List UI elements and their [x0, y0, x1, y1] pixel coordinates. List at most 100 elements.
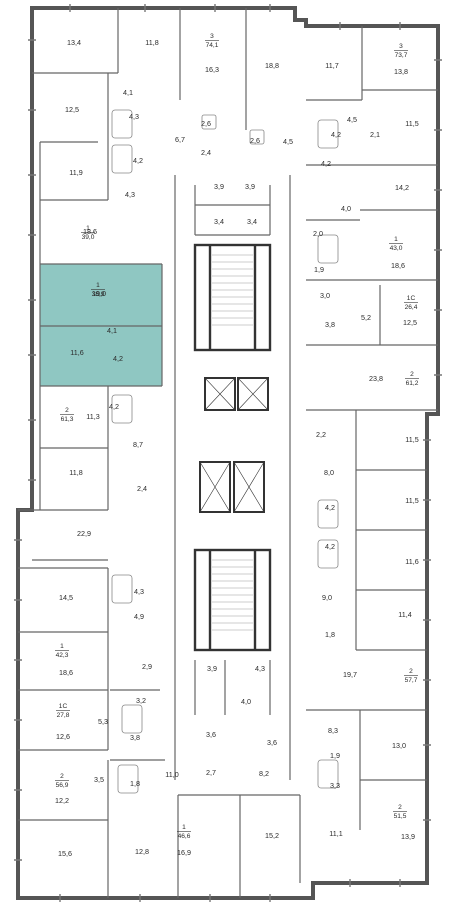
apartment-total-area: 39,0	[82, 234, 95, 241]
apartment-rooms-count: 2	[410, 371, 414, 378]
apartment-total-area: 43,0	[390, 245, 403, 252]
apartment-total-area: 61,2	[406, 380, 419, 387]
room-area-label: 4,5	[347, 115, 357, 124]
room-area-label: 2,6	[250, 136, 260, 145]
room-area-label: 9,0	[322, 593, 332, 602]
apartment-rooms-count: 1С	[59, 703, 68, 710]
room-area-label: 8,3	[328, 726, 338, 735]
apartment-rooms-count: 1	[182, 824, 186, 831]
apartment-total-area: 74,1	[206, 42, 219, 49]
room-area-label: 2,2	[316, 430, 326, 439]
room-area-label: 14,2	[395, 183, 409, 192]
room-area-label: 3,4	[214, 217, 224, 226]
room-area-label: 11,5	[405, 496, 418, 505]
apartment-rooms-count: 1	[86, 225, 90, 232]
room-area-label: 4,0	[241, 697, 251, 706]
room-area-label: 18,6	[391, 261, 405, 270]
room-area-label: 4,9	[134, 612, 144, 621]
room-area-label: 3,9	[214, 182, 224, 191]
apartment-rooms-count: 1	[394, 236, 398, 243]
room-area-label: 1,9	[330, 751, 340, 760]
room-area-label: 4,3	[134, 587, 144, 596]
apartment-total-area: 57,7	[405, 677, 418, 684]
bathroom-fixtures	[111, 109, 339, 794]
room-area-label: 11,0	[165, 770, 178, 779]
room-area-label: 4,2	[325, 503, 335, 512]
room-area-label: 6,7	[175, 135, 185, 144]
room-area-label: 8,7	[133, 440, 143, 449]
stairwell-bottom-steps	[212, 559, 253, 631]
room-area-label: 13,4	[67, 38, 81, 47]
room-area-label: 19,7	[343, 670, 357, 679]
room-area-label: 1,8	[130, 779, 140, 788]
room-area-label: 3,8	[130, 733, 140, 742]
room-area-label: 3,8	[325, 320, 335, 329]
apartment-total-area: 38,9	[92, 291, 105, 298]
room-area-label: 12,6	[56, 732, 70, 741]
room-area-label: 13,8	[394, 67, 408, 76]
room-area-label: 4,2	[109, 402, 119, 411]
room-area-label: 11,8	[145, 38, 158, 47]
room-area-label: 15,6	[58, 849, 72, 858]
apartment-total-area: 42,3	[56, 652, 69, 659]
apartment-total-area: 27,8	[57, 712, 70, 719]
room-area-label: 4,1	[107, 326, 117, 335]
room-area-label: 12,5	[65, 105, 79, 114]
room-area-label: 15,2	[265, 831, 279, 840]
apartment-total-area: 56,9	[56, 782, 69, 789]
room-area-label: 18,6	[83, 227, 97, 236]
room-area-label: 2,0	[313, 229, 323, 238]
room-area-label: 11,6	[70, 348, 83, 357]
apartment-rooms-count: 1	[60, 643, 64, 650]
room-area-label: 12,8	[135, 847, 149, 856]
room-area-label: 3,6	[206, 730, 216, 739]
room-area-label: 3,3	[330, 781, 340, 790]
stairwell-bottom	[193, 548, 272, 652]
room-area-label: 5,2	[361, 313, 371, 322]
room-area-label: 16,9	[177, 848, 191, 857]
room-area-label: 4,1	[123, 88, 133, 97]
room-area-label: 18,6	[59, 668, 73, 677]
room-area-label: 4,3	[125, 190, 135, 199]
room-area-label: 4,5	[283, 137, 293, 146]
room-area-label: 13,0	[392, 741, 406, 750]
room-area-label: 4,2	[325, 542, 335, 551]
apartment-total-area: 73,7	[395, 52, 408, 59]
selected-apartment-highlight[interactable]	[40, 264, 162, 386]
apartment-rooms-count: 3	[210, 33, 214, 40]
apartment-rooms-count: 3	[399, 43, 403, 50]
apartment-rooms-count: 2	[398, 804, 402, 811]
room-area-label: 3,0	[320, 291, 330, 300]
room-area-label: 11,5	[405, 119, 418, 128]
room-area-label: 11,5	[405, 435, 418, 444]
room-area-label: 11,8	[69, 468, 82, 477]
room-area-label: 18,8	[265, 61, 279, 70]
room-area-label: 11,4	[398, 610, 411, 619]
apartment-rooms-count: 1	[96, 282, 100, 289]
room-area-label: 3,9	[207, 664, 217, 673]
room-area-label: 16,3	[205, 65, 219, 74]
room-area-label: 4,2	[133, 156, 143, 165]
room-area-label: 1,9	[314, 265, 324, 274]
room-area-label: 4,2	[113, 354, 123, 363]
room-area-label: 4,2	[331, 130, 341, 139]
room-area-label: 3,9	[245, 182, 255, 191]
room-area-label: 11,1	[329, 829, 342, 838]
room-area-label: 3,4	[247, 217, 257, 226]
apartment-total-area: 61,3	[61, 416, 74, 423]
room-area-label: 2,7	[206, 768, 216, 777]
elevators	[199, 377, 269, 513]
interior-walls	[18, 8, 438, 898]
room-area-label: 11,9	[69, 168, 82, 177]
room-area-label: 2,6	[201, 119, 211, 128]
outer-walls	[16, 6, 440, 900]
room-area-label: 2,4	[137, 484, 147, 493]
room-area-label: 8,0	[324, 468, 334, 477]
apartment-total-area: 46,6	[178, 833, 191, 840]
room-area-label: 2,1	[370, 130, 380, 139]
room-area-label: 3,5	[94, 775, 104, 784]
room-area-label: 14,5	[59, 593, 73, 602]
